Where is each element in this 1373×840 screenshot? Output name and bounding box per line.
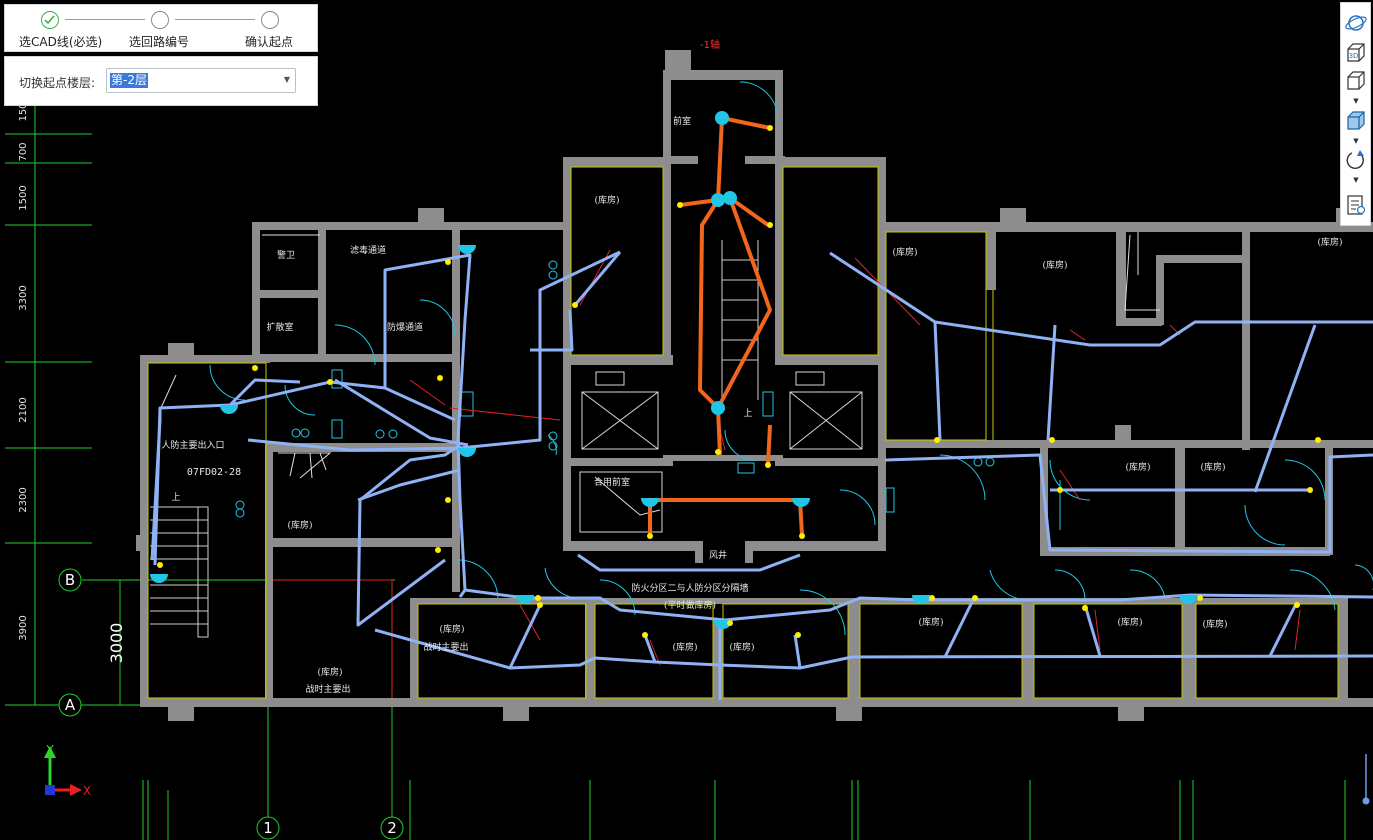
side-dim-3300: 3300 bbox=[18, 285, 29, 310]
room-label: (库房) bbox=[1202, 618, 1227, 630]
ucs-label-x: X bbox=[83, 784, 91, 798]
room-label: 防爆通道 bbox=[387, 321, 423, 333]
step-2-circle[interactable] bbox=[151, 11, 169, 29]
stairs-up-label: 上 bbox=[171, 492, 180, 503]
step-connector bbox=[65, 19, 145, 20]
side-dim-150: 150 bbox=[18, 102, 29, 121]
orbit-icon bbox=[1345, 15, 1367, 31]
floor-switch-label: 切换起点楼层: bbox=[19, 76, 96, 90]
annotation-lines bbox=[159, 232, 1160, 516]
step-3-label: 确认起点 bbox=[245, 35, 294, 49]
room-label: (库房) bbox=[317, 666, 342, 678]
room-label: 防火分区二与人防分区分隔墙 bbox=[631, 582, 748, 594]
dimension-3000: 3000 bbox=[107, 623, 126, 664]
door-arcs bbox=[209, 81, 1373, 636]
room-label: (库房) bbox=[729, 641, 754, 653]
rotate-icon bbox=[1346, 150, 1364, 169]
step-1-circle[interactable] bbox=[41, 11, 59, 29]
room-label: (库房) bbox=[1125, 461, 1150, 473]
top-axis-mark: -1轴 bbox=[700, 38, 720, 51]
room-label: (库房) bbox=[594, 194, 619, 206]
step-connector bbox=[175, 19, 255, 20]
devices bbox=[150, 111, 1197, 629]
chevron-down-icon: ▼ bbox=[283, 75, 290, 84]
room-label: 人防主要出入口 bbox=[161, 439, 224, 451]
room-label: (库房) bbox=[1317, 236, 1342, 248]
wireframe-view-button[interactable] bbox=[1344, 69, 1368, 93]
room-label: (库房) bbox=[287, 519, 312, 531]
side-dim-3900: 3900 bbox=[18, 615, 29, 640]
axis-label-b: B bbox=[65, 571, 75, 589]
side-dim-2300: 2300 bbox=[18, 487, 29, 512]
room-label: (库房) bbox=[439, 623, 464, 635]
view-toolbar: 3D ▼ ▼ ▼ bbox=[1340, 2, 1371, 226]
step-1-label: 选CAD线(必选) bbox=[19, 35, 103, 49]
orange-routes bbox=[648, 116, 804, 536]
room-label: 扩散室 bbox=[266, 321, 293, 333]
room-label: 警卫 bbox=[277, 249, 295, 261]
side-dim-2100: 2100 bbox=[18, 397, 29, 422]
floor-switch-panel: 切换起点楼层: 第-2层 ▼ bbox=[4, 56, 318, 106]
axis-label-2: 2 bbox=[387, 819, 397, 837]
axis-bubbles bbox=[58, 568, 404, 840]
orbit-button[interactable] bbox=[1344, 11, 1368, 35]
room-label: 战时主要出 bbox=[423, 641, 468, 653]
room-label: 合用前室 bbox=[594, 476, 630, 488]
side-dim-1500: 1500 bbox=[18, 185, 29, 210]
room-label: (库房) bbox=[672, 641, 697, 653]
room-label: (平时做库房) bbox=[664, 599, 716, 611]
ucs-icon bbox=[44, 746, 82, 796]
room-label: (库房) bbox=[892, 246, 917, 258]
room-label: 滤毒通道 bbox=[350, 244, 386, 256]
layer-settings-icon bbox=[1347, 195, 1366, 215]
rotate-button[interactable] bbox=[1344, 148, 1368, 172]
axis-label-1: 1 bbox=[263, 819, 273, 837]
ucs-label-y: Y bbox=[45, 743, 54, 757]
wireframe-cube-icon bbox=[1347, 71, 1365, 90]
room-label: (库房) bbox=[1042, 259, 1067, 271]
room-label: (库房) bbox=[918, 616, 943, 628]
step-wizard: 选CAD线(必选) 选回路编号 确认起点 bbox=[4, 4, 318, 52]
step-3-circle[interactable] bbox=[261, 11, 279, 29]
step-2-label: 选回路编号 bbox=[129, 35, 190, 49]
floor-select[interactable]: 第-2层 ▼ bbox=[106, 68, 296, 93]
solid-view-button[interactable] bbox=[1344, 109, 1368, 133]
yellow-points bbox=[157, 125, 1321, 638]
chevron-down-icon[interactable]: ▼ bbox=[1353, 137, 1359, 145]
layer-settings-button[interactable] bbox=[1344, 193, 1368, 217]
elevators bbox=[150, 240, 863, 638]
walls bbox=[136, 50, 1373, 721]
axis-label-a: A bbox=[65, 696, 76, 714]
room-label: (库房) bbox=[1117, 616, 1142, 628]
room-label: 战时主要出 bbox=[305, 683, 350, 695]
3d-view-button[interactable]: 3D bbox=[1344, 41, 1368, 65]
room-label: (库房) bbox=[1200, 461, 1225, 473]
chevron-down-icon[interactable]: ▼ bbox=[1353, 97, 1359, 105]
inner-lines bbox=[147, 166, 1339, 699]
room-label: 前室 bbox=[673, 115, 691, 127]
equipment-tag: 07FD02-28 bbox=[187, 467, 241, 478]
blue-routes bbox=[150, 250, 1373, 700]
floor-select-value: 第-2层 bbox=[110, 73, 148, 88]
solid-cube-icon bbox=[1347, 111, 1365, 130]
3d-view-icon: 3D bbox=[1347, 43, 1365, 62]
zoom-slider[interactable] bbox=[1362, 752, 1370, 806]
stairs-up-label: 上 bbox=[743, 408, 752, 419]
check-icon bbox=[44, 15, 55, 25]
side-dim-700: 700 bbox=[18, 142, 29, 161]
room-label: 风井 bbox=[709, 549, 727, 561]
svg-text:3D: 3D bbox=[1349, 52, 1359, 60]
chevron-down-icon[interactable]: ▼ bbox=[1353, 176, 1359, 184]
